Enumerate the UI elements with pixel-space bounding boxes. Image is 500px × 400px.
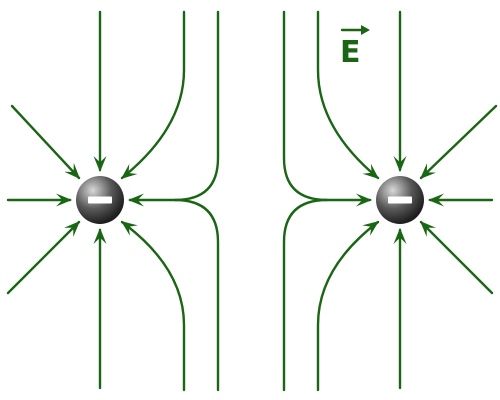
- arrowhead: [56, 193, 72, 207]
- arrowhead: [420, 221, 436, 237]
- field-symbol: E: [340, 35, 361, 70]
- field-line: [419, 220, 494, 295]
- arrowhead: [356, 193, 372, 207]
- right-charge-arrowheads: [356, 156, 444, 244]
- arrowhead: [393, 228, 407, 244]
- field-line: [316, 220, 380, 392]
- right-charge-field-lines: [282, 10, 498, 392]
- arrowhead: [121, 163, 138, 179]
- vector-arrow-head: [361, 25, 370, 35]
- field-line: [128, 10, 220, 202]
- left-negative-charge: [76, 176, 124, 224]
- field-line: [120, 10, 186, 180]
- arrowhead: [121, 221, 138, 236]
- arrowhead: [128, 193, 144, 207]
- arrowhead: [362, 221, 379, 236]
- arrowhead: [64, 221, 80, 237]
- arrowhead: [93, 228, 107, 244]
- field-line: [120, 220, 186, 392]
- arrowhead: [420, 163, 436, 179]
- arrowhead: [64, 162, 80, 179]
- field-line: [10, 104, 81, 180]
- arrowhead: [362, 163, 379, 179]
- arrowhead: [393, 156, 407, 172]
- field-line: [419, 104, 498, 180]
- minus-sign-icon: [388, 196, 412, 204]
- arrowhead: [428, 193, 444, 207]
- left-charge-field-lines: [6, 10, 220, 392]
- field-line: [173, 198, 220, 392]
- minus-sign-icon: [88, 196, 112, 204]
- left-charge-arrowheads: [56, 156, 144, 244]
- electric-field-label: E: [340, 25, 370, 70]
- arrowhead: [93, 156, 107, 172]
- right-negative-charge: [376, 176, 424, 224]
- field-line: [6, 220, 81, 295]
- field-line: [316, 10, 380, 180]
- field-line: [282, 198, 329, 392]
